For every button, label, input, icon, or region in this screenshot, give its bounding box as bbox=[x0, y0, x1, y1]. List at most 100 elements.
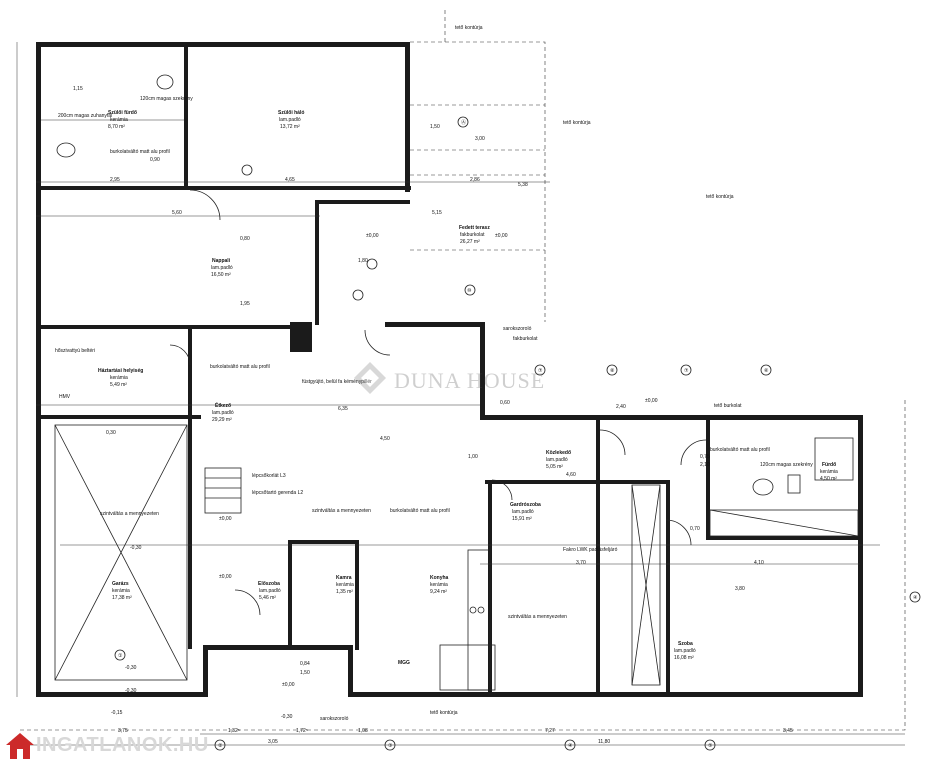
dim-text: 3,80 bbox=[735, 586, 745, 592]
room-floor: lam.padló bbox=[211, 265, 233, 271]
staircase bbox=[204, 467, 242, 514]
level-text: -0,30 bbox=[125, 665, 137, 671]
note-fireplace: füstgyújtó, belül fa kéménypillér bbox=[302, 379, 372, 385]
bath-fixtures bbox=[56, 74, 854, 496]
room-name: Előszoba bbox=[258, 581, 280, 587]
note-roof-contour: tető kontúrja bbox=[455, 25, 483, 31]
note-gas-meter: MGG bbox=[398, 660, 410, 666]
note-hot-water: HMV bbox=[59, 394, 71, 400]
level-text: -0,15 bbox=[111, 710, 123, 716]
note-ceiling-level: szintváltás a mennyezeten bbox=[100, 511, 159, 517]
interior-walls bbox=[41, 47, 858, 695]
room-floor: lam.padló bbox=[279, 117, 301, 123]
garage-ceiling-marking bbox=[54, 424, 188, 681]
level-marks: ±0,00 ±0,00 ±0,00 ±0,00 ±0,00 ±0,00 -0,3… bbox=[111, 233, 658, 720]
room-floor: lam.padló bbox=[259, 588, 281, 594]
room-haztartasi: Háztartási helyiség kerámia 5,49 m² bbox=[98, 368, 143, 388]
room-szoba: Szoba lam.padló 16,08 m² bbox=[674, 641, 696, 661]
room-gardrob: Gardrószoba lam.padló 15,91 m² bbox=[510, 502, 541, 522]
room-szulo-furdo: Szülői fürdő kerámia 8,70 m² bbox=[108, 110, 137, 130]
room-area: 26,27 m² bbox=[460, 239, 480, 245]
dim-text: 5,38 bbox=[518, 182, 528, 188]
axis-label-6: ⑥ bbox=[764, 368, 769, 374]
room-floor: lam.padló bbox=[212, 410, 234, 416]
dim-text: 1,80 bbox=[358, 258, 368, 264]
dim-text: 6,35 bbox=[338, 406, 348, 412]
room-name: Szoba bbox=[678, 641, 693, 647]
dim-text: 2,86 bbox=[470, 177, 480, 183]
dim-text: 3,00 bbox=[475, 136, 485, 142]
note-cabinet-2: 120cm magas szekrény bbox=[760, 462, 813, 468]
room-floor: kerámia bbox=[110, 117, 128, 123]
note-corner-profile-2: sarokszoroló bbox=[320, 716, 349, 722]
room-floor: kerámia bbox=[110, 375, 128, 381]
dim-text: 1,32⁵ bbox=[228, 728, 240, 734]
room-name: Közlekedő bbox=[546, 450, 571, 456]
dim-text: 2,95 bbox=[110, 177, 120, 183]
dim-text: 0,84 bbox=[300, 661, 310, 667]
note-roof-cover: tető burkolat bbox=[714, 403, 742, 409]
wardrobes bbox=[631, 484, 859, 686]
room-area: 8,70 m² bbox=[108, 124, 125, 130]
axis-label-2: ② bbox=[218, 743, 223, 749]
room-area: 5,05 m² bbox=[546, 464, 563, 470]
dim-text: 3,75 bbox=[118, 728, 128, 734]
room-konyha: Konyha kerámia 9,24 m² bbox=[430, 575, 449, 595]
dim-text: 3,70 bbox=[576, 560, 586, 566]
room-kozlekedo: Közlekedő lam.padló 5,05 m² bbox=[546, 450, 571, 470]
room-area: 16,08 m² bbox=[674, 655, 694, 661]
roof-contour bbox=[20, 10, 906, 731]
level-text: ±0,00 bbox=[645, 398, 658, 404]
note-wood-floor: fakburkolat bbox=[513, 336, 538, 342]
dim-text: 0,90 bbox=[150, 157, 160, 163]
note-cabinet: 120cm magas szekrény bbox=[140, 96, 193, 102]
room-area: 29,29 m² bbox=[212, 417, 232, 423]
level-text: ±0,00 bbox=[495, 233, 508, 239]
duna-house-logo-icon bbox=[354, 362, 386, 394]
dimension-lines bbox=[16, 42, 905, 746]
dim-text: 1,72⁵ bbox=[296, 728, 308, 734]
room-furdo: Fürdő kerámia 4,50 m² bbox=[820, 462, 838, 482]
note-attic-hatch: Fakro LWK padlásfeljáró bbox=[563, 547, 618, 553]
note-corner-profile: sarokszoroló bbox=[503, 326, 532, 332]
dim-text: 0,70 bbox=[690, 526, 700, 532]
room-area: 16,50 m² bbox=[211, 272, 231, 278]
room-name: Fedett terasz bbox=[459, 225, 490, 231]
room-floor: kerámia bbox=[112, 588, 130, 594]
kitchen-counter bbox=[439, 549, 496, 691]
note-roof-contour-2: tető kontúrja bbox=[563, 120, 591, 126]
dim-text: 0,75 bbox=[700, 454, 710, 460]
note-stair-beam: lépcsőtartó gerenda L2 bbox=[252, 490, 303, 496]
dim-text: 1,08 bbox=[358, 728, 368, 734]
axis-label-7: ⑦ bbox=[538, 368, 543, 374]
axis-label-5: ⑤ bbox=[708, 743, 713, 749]
axis-label-10: ⑩ bbox=[467, 288, 472, 294]
axis-label-1: ① bbox=[118, 653, 123, 659]
room-area: 1,35 m² bbox=[336, 589, 353, 595]
dim-text: 3,05 bbox=[268, 739, 278, 745]
note-shower-wall: 200cm magas zuhanyfal bbox=[58, 113, 112, 119]
note-threshold-2: burkolatváltó matt alu profil bbox=[210, 364, 270, 370]
room-floor: lam.padló bbox=[512, 509, 534, 515]
note-threshold-3: burkolatváltó matt alu profil bbox=[390, 508, 450, 514]
axis-label-8: ⑧ bbox=[610, 368, 615, 374]
dim-text: 1,50 bbox=[300, 670, 310, 676]
level-text: ±0,00 bbox=[219, 574, 232, 580]
note-roof-contour-3: tető kontúrja bbox=[706, 194, 734, 200]
dim-text: 3,45 bbox=[783, 728, 793, 734]
level-text: ±0,00 bbox=[219, 516, 232, 522]
room-area: 4,50 m² bbox=[820, 476, 837, 482]
room-name: Étkező bbox=[215, 401, 231, 409]
dim-text: 4,10 bbox=[754, 560, 764, 566]
room-area: 9,24 m² bbox=[430, 589, 447, 595]
room-floor: kerámia bbox=[820, 469, 838, 475]
room-area: 5,49 m² bbox=[110, 382, 127, 388]
note-ceiling-level-2: szintváltás a mennyezeten bbox=[312, 508, 371, 514]
house-logo-icon bbox=[6, 733, 34, 759]
room-name: Szülői háló bbox=[278, 110, 304, 116]
room-labels: Szülői fürdő kerámia 8,70 m² Szülői háló… bbox=[98, 110, 838, 661]
level-text: -0,30 bbox=[125, 688, 137, 694]
dim-text: 5,60 bbox=[172, 210, 182, 216]
axis-label-a: Ⓐ bbox=[461, 119, 466, 126]
